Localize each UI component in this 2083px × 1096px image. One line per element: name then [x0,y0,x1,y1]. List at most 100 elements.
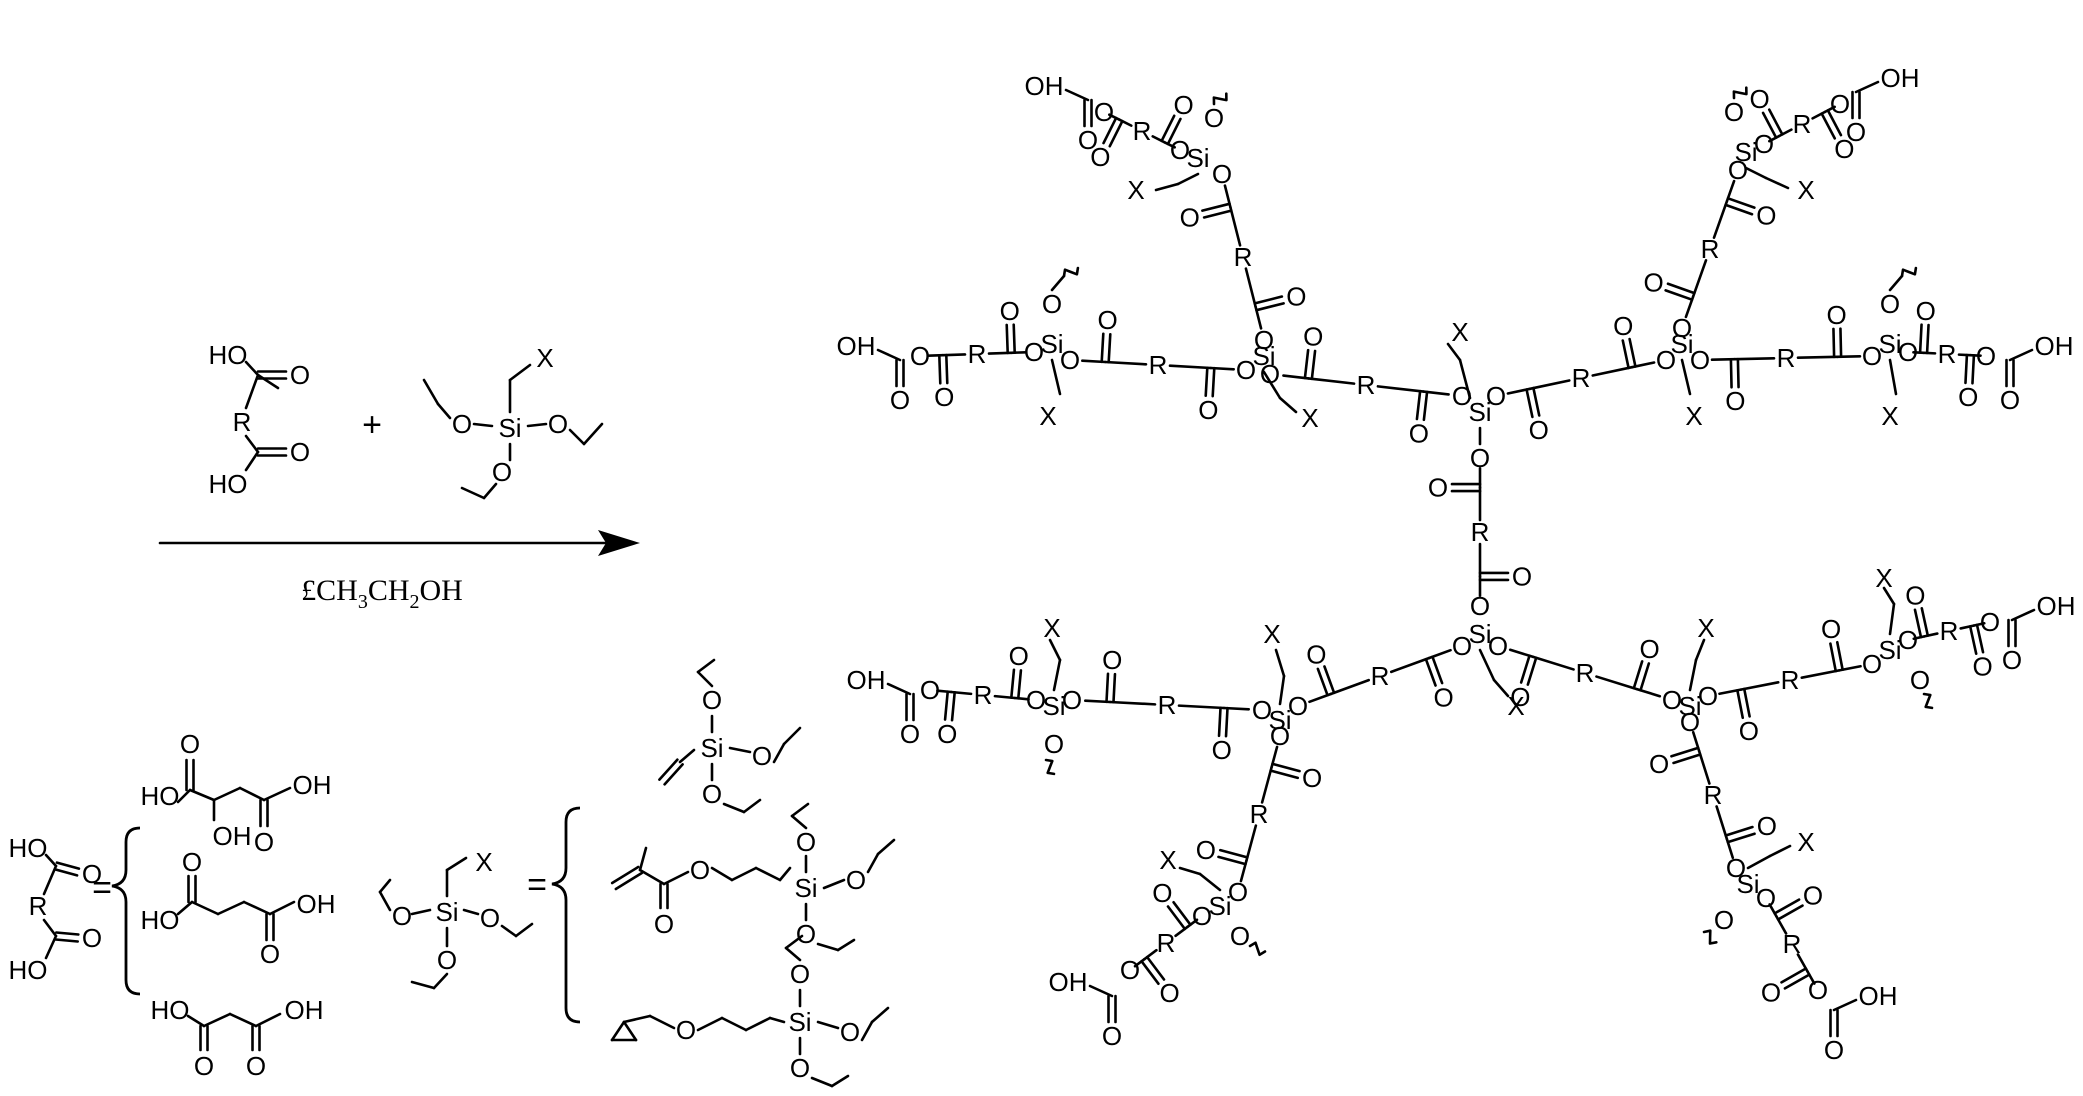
atom-oxygen: O [1026,685,1046,715]
atom-r_group: R [1471,517,1490,547]
bond [1830,644,1835,671]
bond [1802,670,1839,677]
atom-hydroxyl: OH [2037,591,2076,621]
atom-oxygen: O [790,1053,810,1083]
bond [1833,329,1834,357]
bond [698,660,714,672]
atom-oxygen: O [1761,977,1781,1007]
atom-r_group: R [1157,928,1176,958]
atom-oxygen: O [1905,580,1925,610]
atom-oxygen: O [1726,853,1746,883]
bond [1623,341,1629,368]
atom-oxygen: O [1680,707,1700,737]
bond [528,424,546,426]
atom-oxygen: O [437,945,457,975]
atom-oxygen: O [1288,691,1308,721]
bond [258,375,278,388]
atom-x_group: X [1043,613,1060,643]
bond [1699,751,1709,783]
atom-oxygen: O [1236,355,1256,385]
atom-oxygen: O [1750,84,1770,114]
bond [438,404,450,418]
bond [989,353,1011,354]
atom-oxygen: O [1649,749,1669,779]
bond [1528,658,1536,685]
atom-r_group: R [1704,780,1723,810]
labels-layer: HOOROHOSiXOOOHOOROHOHOOOHOOHHOOOOHHOOOOH… [9,63,2076,1083]
bond [665,764,683,784]
bond [412,910,430,914]
bond [1424,392,1427,420]
bond [1533,657,1574,670]
atom-oxygen: O [690,855,710,885]
atom-hydroxyl: OH [847,665,886,695]
atom-silicon: Si [498,413,521,443]
bond [868,854,878,872]
bond [1211,368,1234,369]
bond [1746,168,1766,178]
atom-oxygen: O [934,382,954,412]
atom-oxygen: O [1204,103,1224,133]
bond [1741,682,1778,689]
bond [264,788,290,800]
bond [1246,826,1255,861]
bond [434,974,447,988]
atom-x_group: X [1159,845,1176,875]
bond [1782,969,1806,983]
bond [946,355,947,383]
bond [192,902,218,914]
atom-oxygen: O [1212,159,1232,189]
bond [1202,204,1229,211]
bond [784,728,800,744]
atom-x_group: X [1127,175,1144,205]
bond [424,380,438,404]
bond [464,910,478,914]
bond [1305,350,1308,378]
atom-oxygen: O [1024,337,1044,367]
bond [612,1022,624,1040]
bond [1593,367,1632,375]
bond [584,424,602,444]
bond [1840,329,1841,357]
atom-silicon: Si [788,1007,811,1037]
atom-oxygen: O [790,959,810,989]
atom-x_group: X [1797,175,1814,205]
atom-oxygen: O [548,409,568,439]
atom-oxygen: O [1898,337,1918,367]
bond [1066,90,1088,100]
bond [756,868,780,880]
bond [1690,660,1696,690]
atom-oxygen: O [1640,634,1660,664]
bond [1142,961,1159,983]
atom-oxygen: O [1180,203,1200,233]
bond [928,355,943,356]
atom-oxygen: O [1062,685,1082,715]
atom-oxygen: O [1452,381,1472,411]
bond [1378,386,1424,391]
bond [1924,353,1935,354]
bond [1682,360,1690,394]
bond [1107,674,1108,702]
atom-oxygen: O [1303,322,1323,352]
bond [1927,325,1928,353]
bond [1972,355,1973,383]
bond [698,1018,722,1030]
bond [1014,325,1015,353]
bond [1105,362,1146,364]
atom-x_group: X [1039,401,1056,431]
bond [1090,986,1112,996]
atom-oxygen: O [840,1017,860,1047]
atom-oxygen: O [1042,289,1062,319]
atom-x_group: X [1685,401,1702,431]
bond [1744,689,1749,716]
atom-oxygen: O [1270,721,1290,751]
bond [1766,178,1788,188]
atom-oxygen: O [480,903,500,933]
atom-hydroxyl: OH [2035,331,2074,361]
bond [502,926,516,936]
atom-oxygen: O [492,457,512,487]
bond [1054,660,1060,690]
bond [218,902,244,914]
atom-oxygen: O [1512,561,1532,591]
bond [1110,702,1155,704]
